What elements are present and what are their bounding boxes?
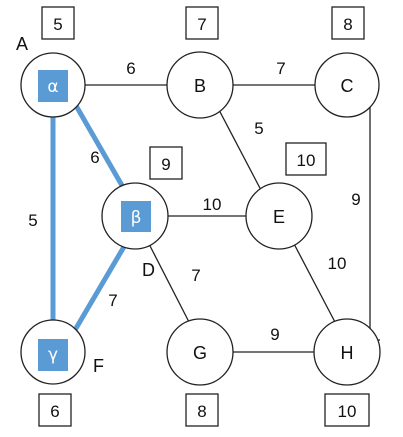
node-h-circle xyxy=(313,318,381,386)
node-e-label: E xyxy=(273,207,285,227)
weight-a-b: 6 xyxy=(126,59,135,78)
node-f-marker xyxy=(38,339,68,371)
weight-d-g: 7 xyxy=(191,266,200,285)
edge-d-g xyxy=(147,241,190,323)
weight-b-c: 7 xyxy=(276,59,285,78)
box-g-value: 8 xyxy=(197,402,206,421)
box-b xyxy=(185,6,219,40)
box-g xyxy=(185,393,219,427)
box-a-value: 5 xyxy=(53,15,62,34)
node-a-marker xyxy=(38,70,68,102)
weight-a-d: 6 xyxy=(90,148,99,167)
node-a-marker-symbol: α xyxy=(47,77,58,97)
node-g-label: G xyxy=(193,343,207,363)
node-a-outer-label: A xyxy=(16,34,28,54)
node-c-circle xyxy=(314,52,380,118)
box-b-value: 7 xyxy=(197,15,206,34)
node-labels: A B C D E F G H xyxy=(16,34,354,376)
value-boxes: 5 7 8 9 10 6 8 10 xyxy=(38,6,370,427)
weight-a-f: 5 xyxy=(28,211,37,230)
node-d-marker xyxy=(121,201,151,232)
weight-b-e: 5 xyxy=(254,119,263,138)
box-c-value: 8 xyxy=(343,15,352,34)
node-markers: α β γ xyxy=(38,70,151,371)
node-c-label: C xyxy=(341,76,354,96)
box-h xyxy=(324,393,370,427)
box-d xyxy=(149,146,183,180)
box-f-value: 6 xyxy=(50,402,59,421)
box-a xyxy=(41,6,75,40)
node-d-outer-label: D xyxy=(142,260,155,280)
node-b-circle xyxy=(166,51,234,119)
node-circles xyxy=(20,51,381,386)
weight-c-h: 9 xyxy=(351,190,360,209)
weight-d-e: 10 xyxy=(203,195,222,214)
edge-c-h xyxy=(369,105,380,341)
box-h-value: 10 xyxy=(338,402,357,421)
edge-e-h xyxy=(291,239,337,325)
node-h-label: H xyxy=(341,343,354,363)
box-e xyxy=(285,142,327,176)
box-e-value: 10 xyxy=(297,151,316,170)
edge-weights: 6 7 6 5 9 5 10 7 7 10 9 xyxy=(28,59,360,344)
weight-d-f: 7 xyxy=(108,291,117,310)
edge-b-e xyxy=(217,107,263,193)
box-f xyxy=(38,393,72,427)
box-d-value: 9 xyxy=(161,155,170,174)
box-c xyxy=(331,6,365,40)
node-e-circle xyxy=(245,182,313,250)
node-b-label: B xyxy=(194,76,206,96)
weight-g-h: 9 xyxy=(270,325,279,344)
weight-e-h: 10 xyxy=(328,254,347,273)
node-f-outer-label: F xyxy=(93,356,104,376)
node-g-circle xyxy=(166,318,234,386)
edge-d-f-highlight xyxy=(62,225,138,350)
node-f-marker-symbol: γ xyxy=(48,345,58,365)
node-d-marker-symbol: β xyxy=(131,208,142,228)
